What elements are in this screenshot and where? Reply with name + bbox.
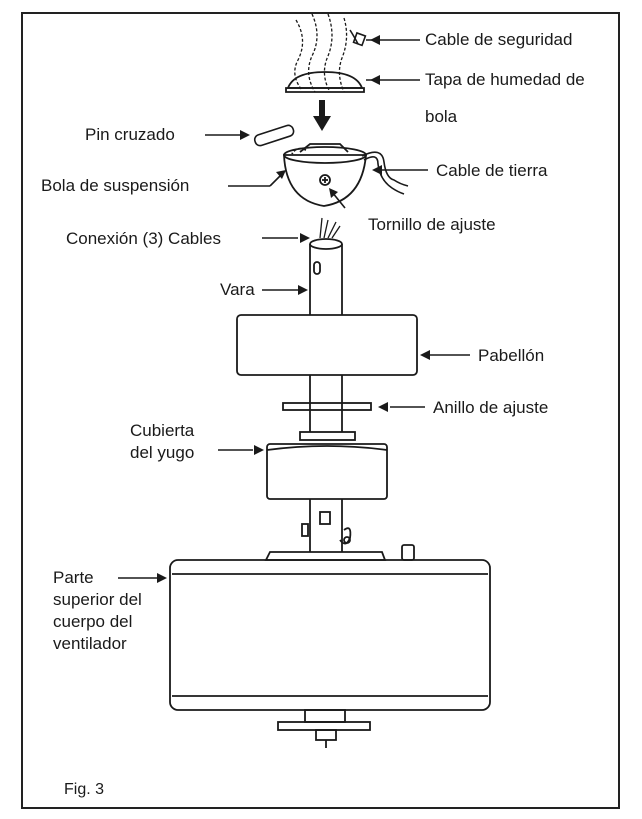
downrod — [309, 238, 343, 315]
set-screw-label: Tornillo de ajuste — [368, 215, 496, 234]
canopy-arrowhead — [420, 350, 430, 360]
top-wires — [294, 13, 348, 93]
ground-wire-label: Cable de tierra — [436, 161, 548, 180]
diagram-frame — [21, 12, 620, 809]
motor-top-label: Parte superior del cuerpo del ventilador — [53, 567, 142, 655]
yoke-cover-label: Cubierta del yugo — [130, 420, 194, 464]
downrod-wires — [319, 217, 341, 239]
figure-caption: Fig. 3 — [64, 781, 105, 798]
ground-wire-arrowhead — [372, 165, 382, 175]
hanger-ball — [283, 143, 367, 207]
motor-top-plate — [264, 544, 415, 561]
moisture-cap-label-line2: bola — [425, 107, 458, 126]
cross-pin — [253, 124, 295, 147]
hanger-ball-label: Bola de suspensión — [41, 176, 190, 195]
downrod-label: Vara — [220, 280, 255, 299]
wires-label: Conexión (3) Cables — [66, 229, 221, 248]
motor-top-arrowhead — [157, 573, 167, 583]
yoke-cover — [266, 431, 388, 500]
canopy-label: Pabellón — [478, 346, 545, 365]
moisture-cap — [285, 71, 365, 93]
motor-top-label-line3: cuerpo del — [53, 612, 133, 631]
safety-cable-label: Cable de seguridad — [425, 30, 573, 49]
motor-top-label-line1: Parte — [53, 568, 94, 587]
wires-arrowhead — [300, 233, 310, 243]
set-screw-arrowhead — [329, 188, 338, 198]
trim-ring — [282, 402, 372, 411]
motor-bottom-hub — [277, 709, 371, 748]
downrod-arrowhead — [298, 285, 308, 295]
moisture-cap-label-line1: Tapa de humedad de — [425, 70, 585, 89]
motor-top-label-line4: ventilador — [53, 634, 127, 653]
downrod-lower — [301, 499, 352, 552]
motor-housing — [169, 559, 491, 711]
ground-wire — [361, 151, 409, 195]
safety-cable-arrowhead — [370, 35, 380, 45]
canopy — [236, 314, 418, 376]
yoke-cover-label-line2: del yugo — [130, 443, 195, 462]
safety-cable-clip — [349, 29, 367, 47]
hanger-ball-arrowhead — [276, 170, 286, 179]
yoke-cover-label-line1: Cubierta — [130, 421, 195, 440]
yoke-cover-arrowhead — [254, 445, 264, 455]
motor-top-label-line2: superior del — [53, 590, 142, 609]
trim-ring-label: Anillo de ajuste — [433, 398, 549, 417]
moisture-cap-arrowhead — [370, 75, 380, 85]
trim-ring-arrowhead — [378, 402, 388, 412]
cross-pin-arrowhead — [240, 130, 250, 140]
cross-pin-label: Pin cruzado — [85, 125, 175, 144]
down-arrow — [313, 100, 331, 131]
